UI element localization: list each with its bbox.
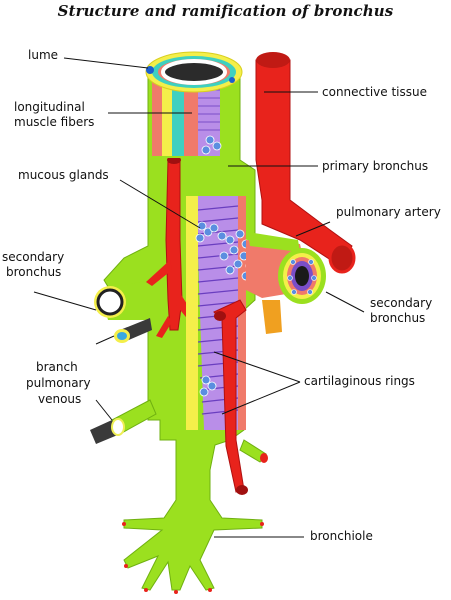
- diagram-title: Structure and ramification of bronchus: [57, 2, 394, 20]
- label-secondary-bronchus-left-line2: bronchus: [6, 265, 62, 279]
- label-mucous-glands: mucous glands: [18, 168, 109, 182]
- label-pulmonary-artery: pulmonary artery: [336, 205, 441, 219]
- venous-branch-right: [262, 300, 282, 334]
- lume-opening: [161, 59, 227, 85]
- label-primary-bronchus: primary bronchus: [322, 159, 429, 173]
- label-branch-line3: venous: [38, 392, 82, 406]
- pulmonary-artery-opening: [328, 242, 356, 274]
- label-longitudinal-line1: longitudinal: [14, 100, 85, 114]
- label-lume: lume: [28, 48, 59, 62]
- artery-left: [165, 159, 183, 331]
- label-branch-line2: pulmonary: [26, 376, 91, 390]
- label-cartilaginous-rings: cartilaginous rings: [304, 374, 415, 388]
- artery-right-lower: [213, 299, 247, 493]
- label-bronchiole: bronchiole: [310, 529, 373, 543]
- label-secondary-bronchus-right-line2: bronchus: [370, 311, 426, 325]
- connective-tissue-layer: [152, 74, 162, 156]
- label-secondary-bronchus-left-line1: secondary: [2, 250, 65, 264]
- longitudinal-muscle-layer: [172, 74, 184, 156]
- cartilage-rings-upper: [198, 74, 220, 156]
- label-secondary-bronchus-right-line1: secondary: [370, 296, 433, 310]
- label-connective-tissue: connective tissue: [322, 85, 427, 99]
- label-branch-line1: branch: [36, 360, 78, 374]
- label-longitudinal-line2: muscle fibers: [14, 115, 95, 129]
